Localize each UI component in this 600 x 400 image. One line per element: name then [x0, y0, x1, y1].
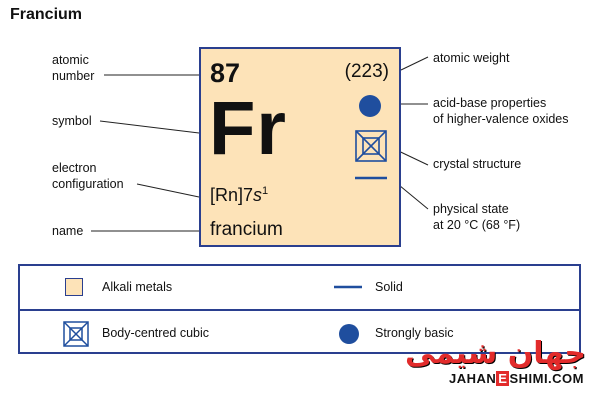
leader-atomic-weight — [400, 56, 429, 71]
watermark-latin-e: E — [496, 371, 510, 386]
atomic-number: 87 — [210, 58, 241, 88]
label-physical-state-line1: physical state — [433, 202, 509, 216]
label-crystal-structure: crystal structure — [433, 157, 522, 171]
solid-line-icon — [355, 176, 387, 180]
label-electron-configuration-line2: configuration — [52, 177, 124, 191]
electron-config-count: 1 — [262, 185, 269, 197]
leader-electron-config — [136, 183, 200, 198]
electron-config-core: [Rn]7 — [210, 185, 254, 205]
body-centred-cubic-icon — [63, 321, 89, 347]
label-electron-configuration: electron configuration — [52, 160, 124, 192]
label-electron-configuration-line1: electron — [52, 161, 97, 175]
label-acid-base: acid-base properties of higher-valence o… — [433, 95, 569, 127]
electron-config-orbital: s — [253, 185, 263, 205]
legend-alkali-metals: Alkali metals — [102, 280, 173, 294]
element-name: francium — [210, 219, 283, 240]
watermark-latin-right: SHIMI.COM — [509, 371, 584, 386]
label-acid-base-line2: of higher-valence oxides — [433, 112, 569, 126]
solid-line-icon — [334, 285, 362, 289]
legend-strongly-basic: Strongly basic — [375, 326, 454, 340]
legend-row-2: Body-centred cubic Strongly basic — [20, 309, 579, 354]
electron-configuration: [Rn]7s1 — [210, 185, 268, 206]
legend-solid: Solid — [375, 280, 403, 294]
label-symbol: symbol — [52, 114, 92, 128]
label-atomic-weight: atomic weight — [433, 51, 510, 65]
label-name: name — [52, 224, 84, 238]
watermark-arabic: جهان شیمی — [405, 336, 586, 371]
watermark-latin-left: JAHAN — [448, 371, 497, 386]
element-symbol: Fr — [209, 86, 287, 171]
legend-row-1: Alkali metals Solid — [20, 266, 579, 309]
filled-circle-icon — [339, 324, 359, 344]
label-atomic-number-line2: number — [52, 69, 95, 83]
label-atomic-number: atomic number — [52, 52, 94, 84]
label-acid-base-line1: acid-base properties — [433, 96, 547, 110]
label-atomic-number-line1: atomic — [52, 53, 89, 67]
page-title: Francium — [10, 6, 83, 23]
body-centred-cubic-icon — [355, 130, 387, 162]
legend-bcc: Body-centred cubic — [102, 326, 210, 340]
leader-symbol — [99, 120, 200, 134]
atomic-weight: (223) — [344, 61, 389, 82]
alkali-metals-swatch — [65, 278, 83, 296]
label-physical-state-line2: at 20 °C (68 °F) — [433, 218, 521, 232]
legend: Alkali metals Solid Body-centred cubic S… — [18, 264, 581, 354]
filled-circle-icon — [359, 95, 381, 117]
label-physical-state: physical state at 20 °C (68 °F) — [433, 201, 520, 233]
element-tile: 87 (223) Fr [Rn]7s1 francium — [199, 47, 401, 247]
